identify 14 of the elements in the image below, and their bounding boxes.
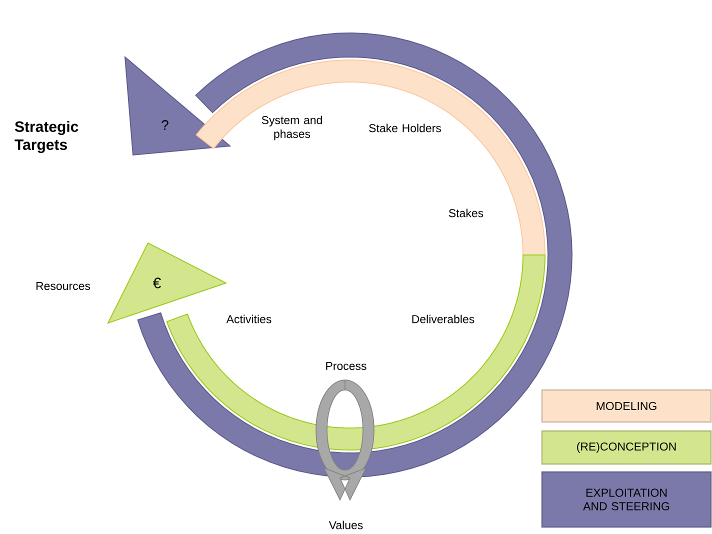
- label: Values: [328, 520, 363, 530]
- label: Stake Holders: [369, 124, 441, 132]
- label: Deliverables: [412, 314, 474, 324]
- label: Process: [326, 362, 366, 370]
- label: Resources: [36, 282, 90, 290]
- label: Strategic Targets: [14, 120, 78, 154]
- label: System and phases: [262, 116, 322, 140]
- label: Activities: [226, 314, 272, 324]
- legend-box: EXPLOITATION AND STEERING: [541, 471, 712, 528]
- label: ?: [162, 120, 168, 130]
- legend-box: MODELING: [541, 389, 712, 423]
- legend-box: (RE)CONCEPTION: [541, 430, 712, 465]
- label: Stakes: [448, 208, 484, 218]
- label: €: [152, 278, 161, 288]
